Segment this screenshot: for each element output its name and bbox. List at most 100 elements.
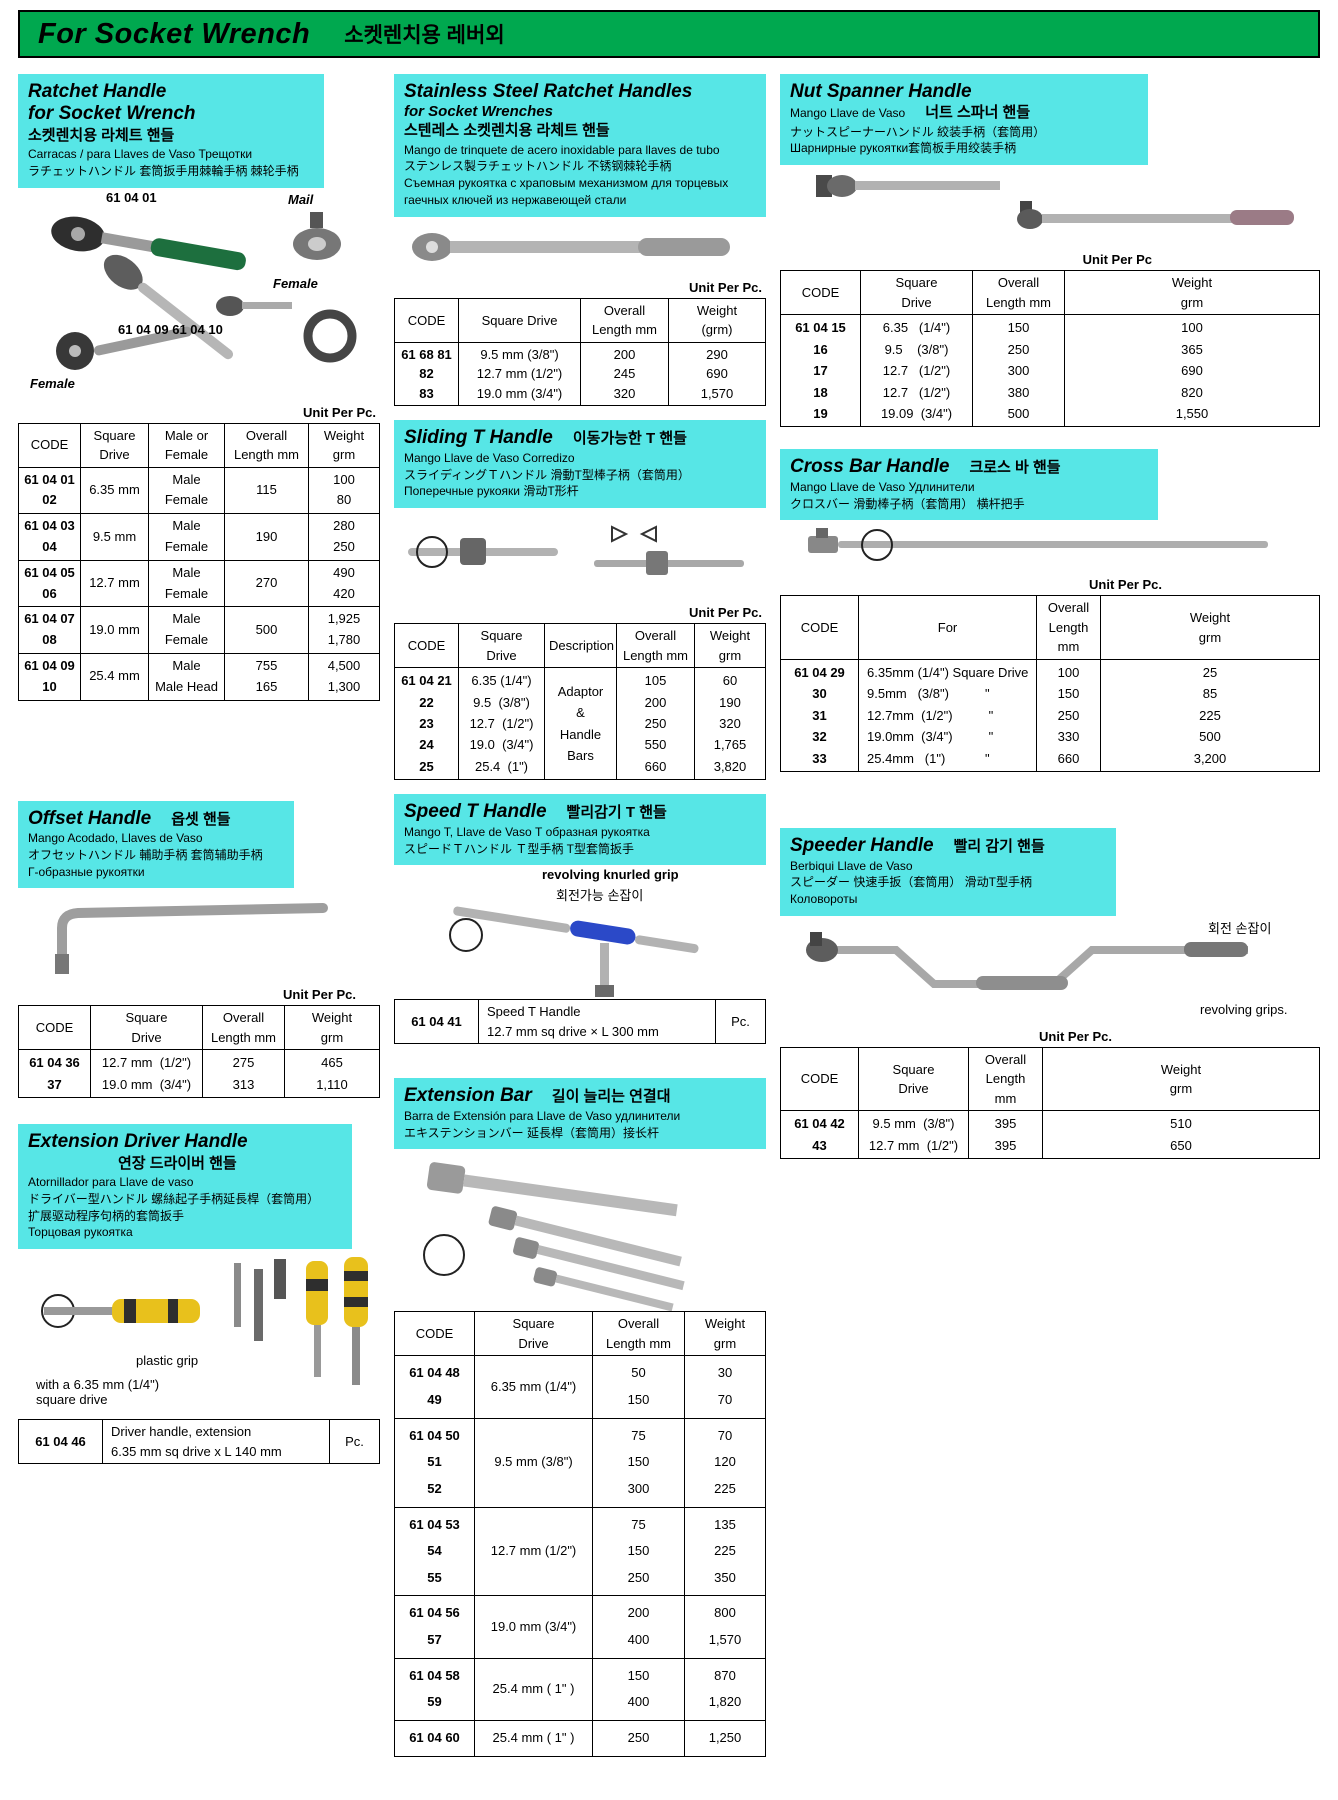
value-cell: Male Male Head: [148, 653, 225, 701]
column-header: Overall Length mm: [580, 297, 669, 343]
value-cell: 200 400: [592, 1595, 685, 1659]
speeder-illustration: [806, 931, 1248, 990]
extension-driver-illustration: [41, 1257, 368, 1386]
column-header: Weight (grm): [668, 297, 766, 343]
column-header: CODE: [18, 422, 81, 468]
speed-t-figure: revolving knurled grip 회전가능 손잡이: [394, 865, 766, 999]
section-title: Offset Handle: [28, 807, 152, 829]
nut-spanner-figure: [780, 165, 1320, 247]
text-line: ドライバー型ハンドル 螺絲起子手柄延長桿（套筒用）: [28, 1191, 320, 1206]
column-header: Overall Length mm: [592, 1311, 685, 1357]
section-speeder-handle: Speeder Handle 빨리 감기 핸들 Berbiqui Llave d…: [780, 828, 1320, 1160]
code-cell: 61 04 07 08: [18, 606, 81, 655]
unit-label: Unit Per Pc.: [1089, 577, 1162, 593]
sliding-t-header: Sliding T Handle 이동가능한 T 핸들 Mango Llave …: [394, 420, 766, 509]
value-cell: 25.4 mm ( 1" ): [474, 1657, 593, 1722]
value-cell: 75 150 300: [592, 1417, 685, 1508]
column-header: Square Drive: [860, 270, 973, 316]
text-line: Berbiqui Llave de Vaso: [790, 858, 913, 873]
text-line: ナットスピーナーハンドル 絞装手柄（套筒用）: [790, 124, 1046, 139]
value-cell: 6.35 mm (1/4"): [474, 1355, 593, 1419]
section-title: Sliding T Handle: [404, 427, 553, 449]
code-cell: 61 04 46: [18, 1419, 103, 1465]
code-cell: 61 04 29 30 31 32 33: [780, 658, 859, 773]
value-cell: 50 150: [592, 1355, 685, 1419]
text-line: Atornillador para Llave de vaso: [28, 1174, 194, 1189]
value-cell: 465 1,110: [284, 1049, 380, 1099]
section-extension-bar: Extension Bar 길이 늘리는 연결대 Barra de Extens…: [394, 1078, 766, 1757]
figure-annotation-square-drive: with a 6.35 mm (1/4") square drive: [36, 1377, 160, 1408]
value-cell: 500: [224, 606, 309, 655]
value-cell: 9.5 mm (3/8"): [474, 1417, 593, 1508]
text-line: ステンレス製ラチェットハンドル 不锈钢棘轮手柄: [404, 159, 672, 174]
column-header: Square Drive: [458, 623, 545, 669]
column-header: Description: [544, 623, 617, 669]
unit-label: Unit Per Pc.: [689, 605, 762, 621]
text-line: スライディングＴハンドル 滑動T型棒子柄（套筒用）: [404, 467, 690, 482]
value-cell: 250: [592, 1720, 685, 1757]
code-cell: 61 68 81 82 83: [394, 341, 459, 407]
column-header: Weight grm: [1100, 595, 1320, 660]
ratchet-header: Ratchet Handle for Socket Wrench 소켓렌치용 라…: [18, 74, 324, 188]
value-cell: 70 120 225: [684, 1417, 766, 1508]
value-cell: 200 245 320: [580, 341, 669, 407]
value-cell: 100 150 250 330 660: [1036, 658, 1101, 773]
value-cell: 1,250: [684, 1720, 766, 1757]
text-line: Шарнирные рукоятки套筒板手用绞装手柄: [790, 141, 1017, 156]
value-cell: 19.0 mm (3/4"): [474, 1595, 593, 1659]
section-extension-driver-handle: Extension Driver Handle 연장 드라이버 핸들 Atorn…: [18, 1124, 380, 1465]
figure-annotation-plastic-grip: plastic grip: [136, 1353, 199, 1369]
value-cell: 270: [224, 559, 309, 608]
stainless-header: Stainless Steel Ratchet Handles for Sock…: [394, 74, 766, 217]
column-header: Overall Length mm: [1036, 595, 1101, 660]
value-cell: Pc.: [329, 1419, 380, 1465]
value-cell: 19.0 mm: [80, 606, 149, 655]
section-sliding-t-handle: Sliding T Handle 이동가능한 T 핸들 Mango Llave …: [394, 420, 766, 781]
unit-label: Unit Per Pc: [1082, 252, 1152, 268]
figure-label-female: Female: [273, 275, 318, 291]
column-header: CODE: [18, 1005, 91, 1051]
value-cell: 6.35mm (1/4") Square Drive 9.5mm (3/8") …: [858, 658, 1037, 773]
section-subtitle-es: Mango Llave de Vaso: [790, 106, 906, 121]
value-cell: 25 85 225 500 3,200: [1100, 658, 1320, 773]
value-cell: 4,500 1,300: [308, 653, 380, 701]
column-header: Weight grm: [684, 1311, 766, 1357]
column-right: Nut Spanner Handle Mango Llave de Vaso 너…: [780, 74, 1320, 1160]
text-line: Mango Acodado, Llaves de Vaso: [28, 831, 203, 846]
code-cell: 61 04 58 59: [394, 1657, 475, 1722]
column-header: Weight grm: [1042, 1046, 1320, 1112]
code-cell: 61 04 53 54 55: [394, 1506, 475, 1597]
text-line: Mango T, Llave de Vaso Т образная рукоят…: [404, 824, 650, 839]
extension-driver-header: Extension Driver Handle 연장 드라이버 핸들 Atorn…: [18, 1124, 352, 1250]
value-cell: 25.4 mm: [80, 653, 149, 701]
section-ratchet-handle: Ratchet Handle for Socket Wrench 소켓렌치용 라…: [18, 74, 380, 701]
unit-label: Unit Per Pc.: [689, 279, 762, 295]
unit-label: Unit Per Pc.: [283, 987, 356, 1003]
value-cell: 755 165: [224, 653, 309, 701]
value-cell: 6.35 (1/4") 9.5 (3/8") 12.7 (1/2") 12.7 …: [860, 314, 973, 428]
text-line: Торцовая рукоятка: [28, 1225, 133, 1240]
section-subtitles: Atornillador para Llave de vaso ドライバー型ハンド…: [28, 1174, 342, 1241]
value-cell: 150 250 300 380 500: [972, 314, 1065, 428]
value-cell: 30 70: [684, 1355, 766, 1419]
text-line: Г-образные рукоятки: [28, 864, 145, 879]
cross-bar-header: Cross Bar Handle 크로스 바 핸들 Mango Llave de…: [780, 449, 1158, 521]
